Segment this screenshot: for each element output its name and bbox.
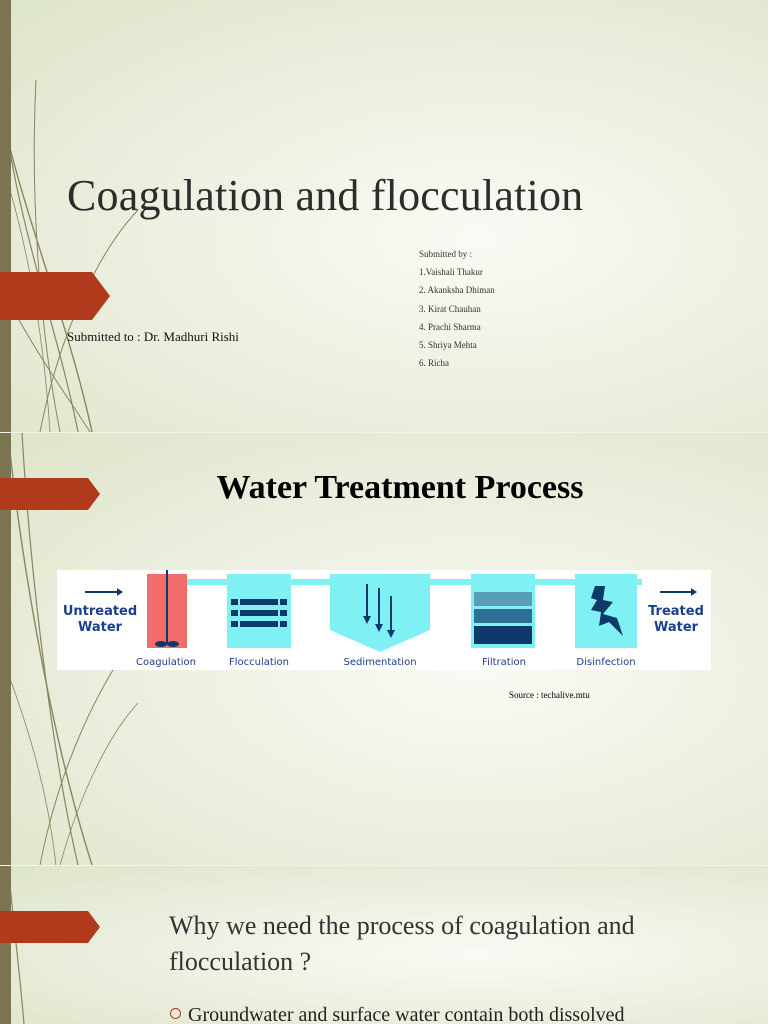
left-accent-bar (0, 0, 11, 432)
member-name: 4. Prachi Sharma (419, 321, 481, 332)
untreated-water-label: Water (78, 620, 123, 635)
coagulation-tank-icon (147, 570, 187, 648)
untreated-water-label: Untreated (63, 604, 137, 619)
slide-1: Coagulation and flocculation Submitted t… (0, 0, 768, 432)
stage-label-disinfection: Disinfection (576, 657, 635, 668)
member-name: 2. Akanksha Dhiman (419, 285, 495, 296)
slide-3: Why we need the process of coagulation a… (0, 866, 768, 1024)
flocculation-tank-icon (227, 574, 291, 648)
slide-title: Why we need the process of coagulation a… (169, 911, 635, 976)
slide-2: Water Treatment Process Untreated Water (0, 433, 768, 865)
bullet-circle-icon (170, 1008, 181, 1019)
stage-label-filtration: Filtration (482, 657, 526, 668)
left-accent-bar (0, 433, 11, 865)
water-treatment-diagram: Untreated Water (57, 570, 711, 670)
accent-arrow-tab (0, 272, 110, 320)
stage-label-sedimentation: Sedimentation (343, 657, 416, 668)
filtration-tank-icon (471, 574, 535, 648)
submitted-by-list: Submitted by : 1.Vaishali Thakur 2. Akan… (419, 245, 495, 372)
stage-label-coagulation: Coagulation (136, 657, 196, 668)
member-name: 6. Richa (419, 358, 449, 369)
inflow-arrow-icon (85, 588, 123, 596)
treated-water-label: Treated (648, 604, 704, 619)
member-name: 5. Shriya Mehta (419, 339, 477, 350)
sedimentation-tank-icon (330, 574, 430, 652)
submitted-by-heading: Submitted by : (419, 249, 473, 259)
member-name: 3. Kirat Chauhan (419, 303, 481, 314)
disinfection-tank-icon (575, 574, 637, 648)
bullet-text: Groundwater and surface water contain bo… (188, 1004, 625, 1024)
member-name: 1.Vaishali Thakur (419, 267, 483, 278)
submitted-to-text: Submitted to : Dr. Madhuri Rishi (67, 329, 239, 344)
slide-title: Water Treatment Process (216, 469, 584, 506)
decorative-curves (7, 866, 25, 1024)
accent-arrow-tab (0, 911, 100, 943)
accent-arrow-tab (0, 478, 100, 510)
image-source-credit: Source : techalive.mtu (509, 690, 590, 700)
outflow-arrow-icon (660, 588, 697, 596)
presentation-title: Coagulation and flocculation (67, 171, 584, 220)
bullet-item: Groundwater and surface water contain bo… (170, 1004, 625, 1024)
stage-label-flocculation: Flocculation (229, 657, 289, 668)
treated-water-label: Water (654, 620, 699, 635)
left-accent-bar (0, 866, 11, 1024)
